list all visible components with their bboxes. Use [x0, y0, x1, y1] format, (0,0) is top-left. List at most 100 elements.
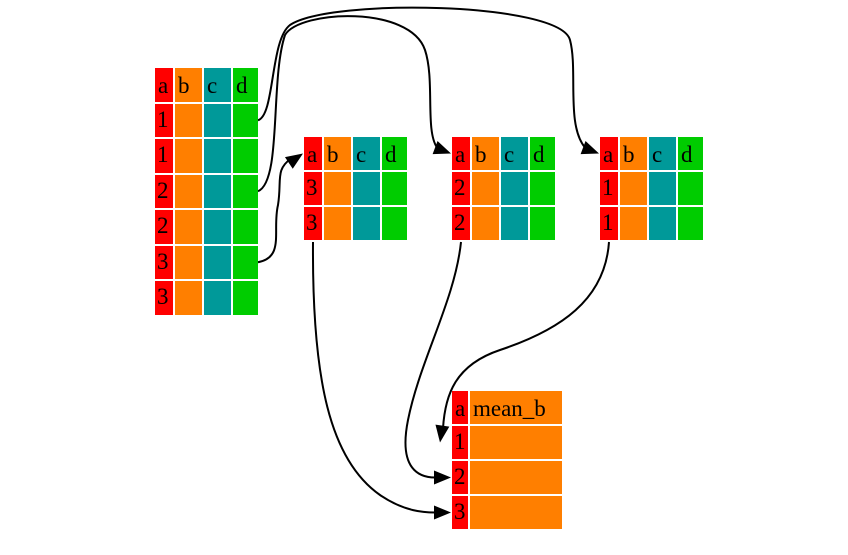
arrowhead [432, 140, 451, 155]
table-cell-b [175, 245, 202, 279]
table-cell-a: 3 [304, 207, 322, 240]
header-label: c [207, 73, 218, 98]
table-cell-d [233, 139, 258, 173]
column-header-d: d [382, 137, 407, 170]
column-header-c: c [501, 137, 528, 170]
column-header-a: a [452, 391, 468, 424]
table-cell-a: 1 [600, 172, 618, 205]
header-label: c [652, 142, 663, 167]
table-cell-b [620, 207, 647, 240]
column-header-c: c [204, 68, 231, 102]
table-cell-a: 2 [452, 172, 470, 205]
table-cell-c [204, 174, 231, 208]
table-cell-a: 3 [452, 496, 468, 529]
header-label: b [475, 142, 487, 167]
table-cell-c [204, 139, 231, 173]
cell-value: 3 [306, 175, 318, 200]
cell-value: 2 [454, 175, 466, 200]
cell-value: 3 [306, 210, 318, 235]
column-header-b: b [620, 137, 647, 170]
column-header-d: d [530, 137, 555, 170]
column-header-mean-b: mean_b [470, 391, 562, 424]
cell-value: 1 [454, 429, 466, 454]
header-label: b [623, 142, 635, 167]
arrowhead [435, 424, 450, 443]
table-cell-b [324, 207, 351, 240]
table-cell-d [233, 174, 258, 208]
header-label: d [533, 142, 545, 167]
header-label: d [236, 73, 248, 98]
header-label: b [178, 73, 190, 98]
column-header-c: c [353, 137, 380, 170]
table-cell-c [353, 207, 380, 240]
table-cell-c [204, 210, 231, 244]
table-cell-d [678, 207, 703, 240]
table-cell-b [175, 103, 202, 137]
cell-value: 1 [602, 210, 614, 235]
header-label: a [455, 142, 466, 167]
header-label: d [681, 142, 693, 167]
table-cell-c [353, 172, 380, 205]
table-cell-d [382, 207, 407, 240]
column-header-d: d [678, 137, 703, 170]
table-cell-b [175, 174, 202, 208]
header-label: mean_b [473, 396, 546, 421]
table-cell-a: 3 [304, 172, 322, 205]
table-cell-b [175, 281, 202, 315]
table-cell-d [233, 210, 258, 244]
column-header-a: a [600, 137, 618, 170]
edge-group-2-to-summary [404, 241, 462, 485]
table-cell-a: 3 [155, 245, 173, 279]
table-cell-b [472, 172, 499, 205]
column-header-c: c [649, 137, 676, 170]
header-label: c [356, 142, 367, 167]
column-header-a: a [304, 137, 322, 170]
edge-original-to-group-1 [257, 6, 599, 155]
table-cell-d [233, 245, 258, 279]
table-cell-c [649, 172, 676, 205]
table-cell-mean-b [470, 426, 562, 459]
header-label: a [603, 142, 614, 167]
cell-value: 1 [602, 175, 614, 200]
header-label: a [158, 73, 169, 98]
column-header-b: b [472, 137, 499, 170]
arrowhead [434, 470, 451, 485]
table-cell-d [678, 172, 703, 205]
cell-value: 1 [157, 142, 169, 167]
table-cell-a: 1 [155, 139, 173, 173]
edge-original-to-group-3 [257, 153, 303, 264]
column-header-d: d [233, 68, 258, 102]
table-cell-b [620, 172, 647, 205]
table-cell-a: 1 [155, 103, 173, 137]
column-header-a: a [155, 68, 173, 102]
cell-value: 3 [454, 499, 466, 524]
table-summary: a mean_b 1 2 3 [452, 391, 562, 531]
cell-value: 2 [157, 177, 169, 203]
table-cell-d [233, 281, 258, 315]
header-label: a [455, 396, 466, 421]
arrowhead [284, 153, 303, 169]
table-cell-c [649, 207, 676, 240]
header-label: a [307, 142, 318, 167]
edge-group-3-to-summary [311, 241, 451, 520]
cell-value: 2 [454, 210, 466, 235]
header-label: d [385, 142, 397, 167]
table-cell-a: 2 [155, 174, 173, 208]
cell-value: 2 [454, 464, 466, 489]
table-cell-d [530, 172, 555, 205]
table-cell-a: 1 [600, 207, 618, 240]
table-cell-a: 2 [155, 210, 173, 244]
table-cell-d [382, 172, 407, 205]
cell-value: 3 [157, 248, 169, 274]
table-cell-c [501, 207, 528, 240]
table-cell-b [472, 207, 499, 240]
table-cell-a: 2 [452, 207, 470, 240]
arrowhead [434, 505, 451, 520]
table-cell-d [530, 207, 555, 240]
